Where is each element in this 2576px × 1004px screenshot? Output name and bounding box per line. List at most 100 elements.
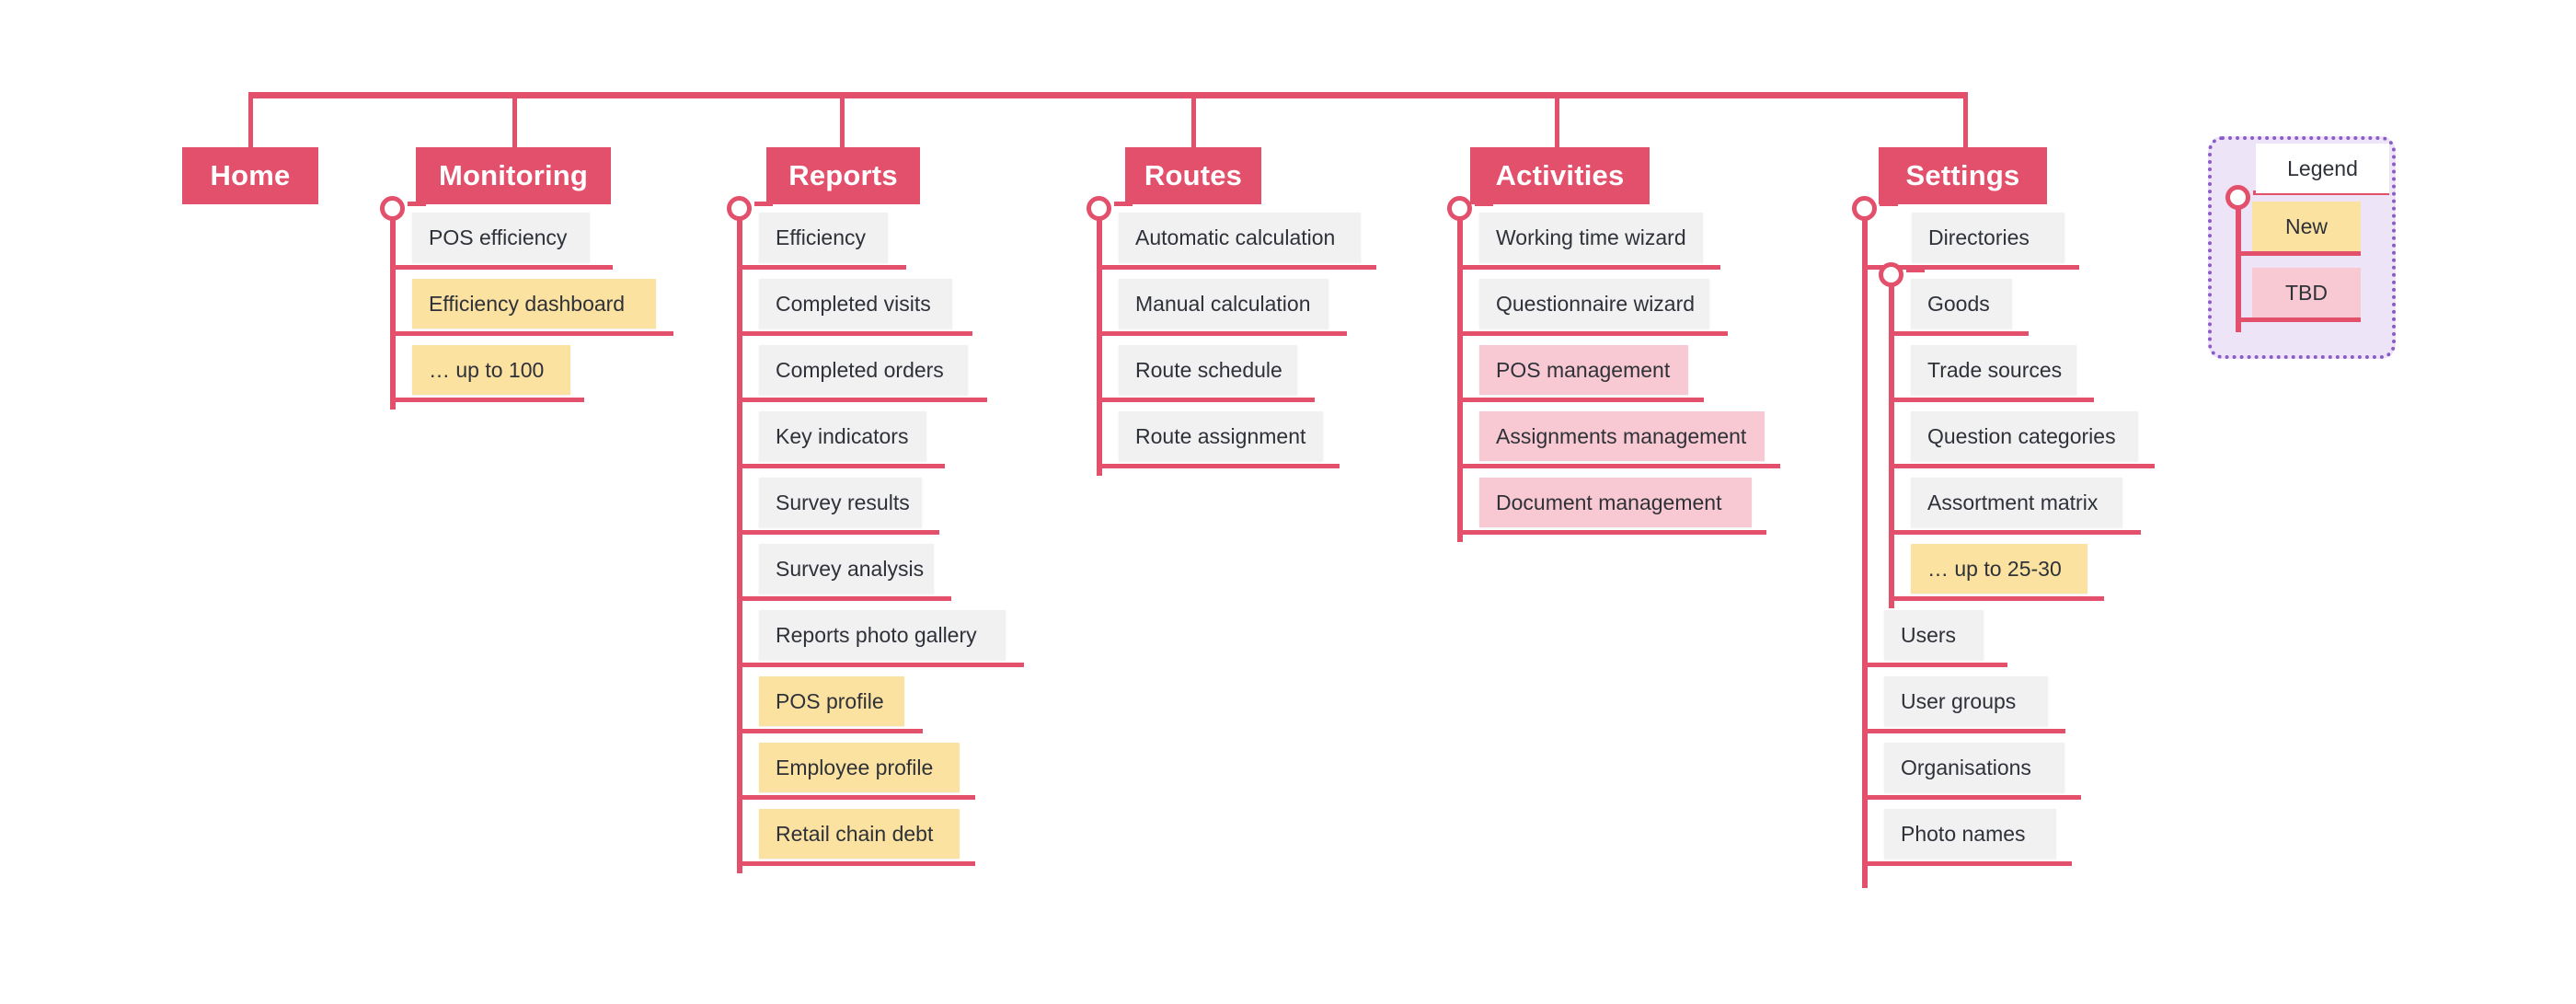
leaf-rule xyxy=(1894,464,2155,468)
leaf-activities-document-management[interactable]: Document management xyxy=(1479,478,1752,527)
leaf-row: Reports photo gallery xyxy=(742,610,1024,667)
leaf-reports-retail-chain-debt[interactable]: Retail chain debt xyxy=(759,809,960,859)
leaf-rule xyxy=(1102,265,1376,270)
section-header-activities[interactable]: Activities xyxy=(1470,147,1650,204)
section-header-monitoring[interactable]: Monitoring xyxy=(416,147,611,204)
leaf-routes-automatic-calculation[interactable]: Automatic calculation xyxy=(1119,213,1361,262)
leaf-settings-users[interactable]: Users xyxy=(1884,610,1984,660)
leaf-reports-efficiency[interactable]: Efficiency xyxy=(759,213,888,262)
connector-stub-routes xyxy=(1114,202,1133,206)
leaf-row: Manual calculation xyxy=(1102,279,1347,336)
leaf-row: Route schedule xyxy=(1102,345,1315,402)
leaf-settings-assortment-matrix[interactable]: Assortment matrix xyxy=(1911,478,2122,527)
leaf-monitoring-pos-efficiency[interactable]: POS efficiency xyxy=(412,213,590,262)
section-header-settings[interactable]: Settings xyxy=(1879,147,2047,204)
drop-monitoring xyxy=(512,92,517,147)
section-header-routes[interactable]: Routes xyxy=(1125,147,1261,204)
leaf-settings-directories[interactable]: Directories xyxy=(1912,213,2064,262)
leaf-settings-question-categories[interactable]: Question categories xyxy=(1911,411,2138,461)
leaf-rule xyxy=(742,464,945,468)
section-header-reports[interactable]: Reports xyxy=(766,147,920,204)
leaf-reports-survey-results[interactable]: Survey results xyxy=(759,478,922,527)
leaf-row: Trade sources xyxy=(1894,345,2094,402)
leaf-rule xyxy=(742,331,972,336)
leaf-rule xyxy=(1102,464,1340,468)
connector-stub-activities xyxy=(1475,202,1493,206)
branch-spine-routes xyxy=(1097,212,1102,476)
leaf-rule xyxy=(742,530,939,535)
leaf-activities-assignments-management[interactable]: Assignments management xyxy=(1479,411,1765,461)
drop-routes xyxy=(1191,92,1196,147)
leaf-rule xyxy=(742,795,975,800)
leaf-rule xyxy=(1463,265,1720,270)
leaf-rule xyxy=(742,861,975,866)
connector-ring-settings xyxy=(1852,196,1877,221)
leaf-row: POS efficiency xyxy=(396,213,613,270)
leaf-rule xyxy=(1894,398,2094,402)
connector-stub-reports xyxy=(754,202,773,206)
leaf-rule xyxy=(1868,861,2072,866)
leaf-monitoring-efficiency-dashboard[interactable]: Efficiency dashboard xyxy=(412,279,656,329)
leaf-settings-goods[interactable]: Goods xyxy=(1911,279,2012,329)
leaf-row: Key indicators xyxy=(742,411,945,468)
leaf-rule xyxy=(742,398,987,402)
leaf-settings-photo-names[interactable]: Photo names xyxy=(1884,809,2056,859)
leaf-reports-employee-profile[interactable]: Employee profile xyxy=(759,743,960,792)
connector-ring-activities xyxy=(1447,196,1472,221)
leaf-reports-survey-analysis[interactable]: Survey analysis xyxy=(759,544,934,594)
connector-ring-directories xyxy=(1879,262,1903,287)
drop-activities xyxy=(1555,92,1559,147)
leaf-settings-up-to-25-30[interactable]: … up to 25-30 xyxy=(1911,544,2087,594)
legend-spine xyxy=(2236,201,2241,332)
branch-spine-monitoring xyxy=(390,212,396,410)
leaf-row: POS management xyxy=(1463,345,1704,402)
leaf-rule xyxy=(1894,596,2104,601)
leaf-reports-completed-orders[interactable]: Completed orders xyxy=(759,345,968,395)
leaf-settings-trade-sources[interactable]: Trade sources xyxy=(1911,345,2076,395)
connector-ring-legend xyxy=(2225,185,2250,210)
leaf-row: Assignments management xyxy=(1463,411,1780,468)
leaf-activities-working-time-wizard[interactable]: Working time wizard xyxy=(1479,213,1703,262)
legend-swatch-tbd: TBD xyxy=(2252,268,2361,317)
leaf-row: User groups xyxy=(1868,676,2065,733)
leaf-row: Organisations xyxy=(1868,743,2081,800)
connector-stub-monitoring xyxy=(408,202,426,206)
leaf-monitoring-up-to-100[interactable]: … up to 100 xyxy=(412,345,570,395)
leaf-rule xyxy=(1463,530,1766,535)
connector-stub-directories xyxy=(1906,268,1925,272)
leaf-rule xyxy=(1102,398,1315,402)
leaf-row: Automatic calculation xyxy=(1102,213,1376,270)
leaf-row: Working time wizard xyxy=(1463,213,1720,270)
leaf-row: Survey analysis xyxy=(742,544,951,601)
branch-spine-settings xyxy=(1862,212,1868,888)
leaf-row: Goods xyxy=(1894,279,2029,336)
leaf-settings-user-groups[interactable]: User groups xyxy=(1884,676,2048,726)
leaf-rule xyxy=(742,663,1024,667)
leaf-rule xyxy=(1102,331,1347,336)
connector-stub-settings xyxy=(1880,202,1898,206)
branch-spine-activities xyxy=(1457,212,1463,542)
connector-ring-reports xyxy=(727,196,752,221)
leaf-rule xyxy=(396,265,613,270)
leaf-row: POS profile xyxy=(742,676,923,733)
leaf-activities-questionnaire-wizard[interactable]: Questionnaire wizard xyxy=(1479,279,1709,329)
leaf-routes-route-assignment[interactable]: Route assignment xyxy=(1119,411,1323,461)
branch-spine-reports xyxy=(737,212,742,873)
leaf-reports-key-indicators[interactable]: Key indicators xyxy=(759,411,926,461)
leaf-rule xyxy=(1868,663,2007,667)
connector-ring-routes xyxy=(1087,196,1111,221)
leaf-row: Route assignment xyxy=(1102,411,1340,468)
section-header-home[interactable]: Home xyxy=(182,147,318,204)
leaf-routes-route-schedule[interactable]: Route schedule xyxy=(1119,345,1297,395)
leaf-reports-photo-gallery[interactable]: Reports photo gallery xyxy=(759,610,1006,660)
leaf-reports-pos-profile[interactable]: POS profile xyxy=(759,676,904,726)
leaf-row: … up to 100 xyxy=(396,345,584,402)
leaf-routes-manual-calculation[interactable]: Manual calculation xyxy=(1119,279,1328,329)
leaf-reports-completed-visits[interactable]: Completed visits xyxy=(759,279,952,329)
leaf-settings-organisations[interactable]: Organisations xyxy=(1884,743,2064,792)
drop-home xyxy=(248,92,253,147)
leaf-row: Directories xyxy=(1868,213,2079,270)
leaf-activities-pos-management[interactable]: POS management xyxy=(1479,345,1688,395)
leaf-rule xyxy=(396,398,584,402)
leaf-rule xyxy=(1463,398,1704,402)
